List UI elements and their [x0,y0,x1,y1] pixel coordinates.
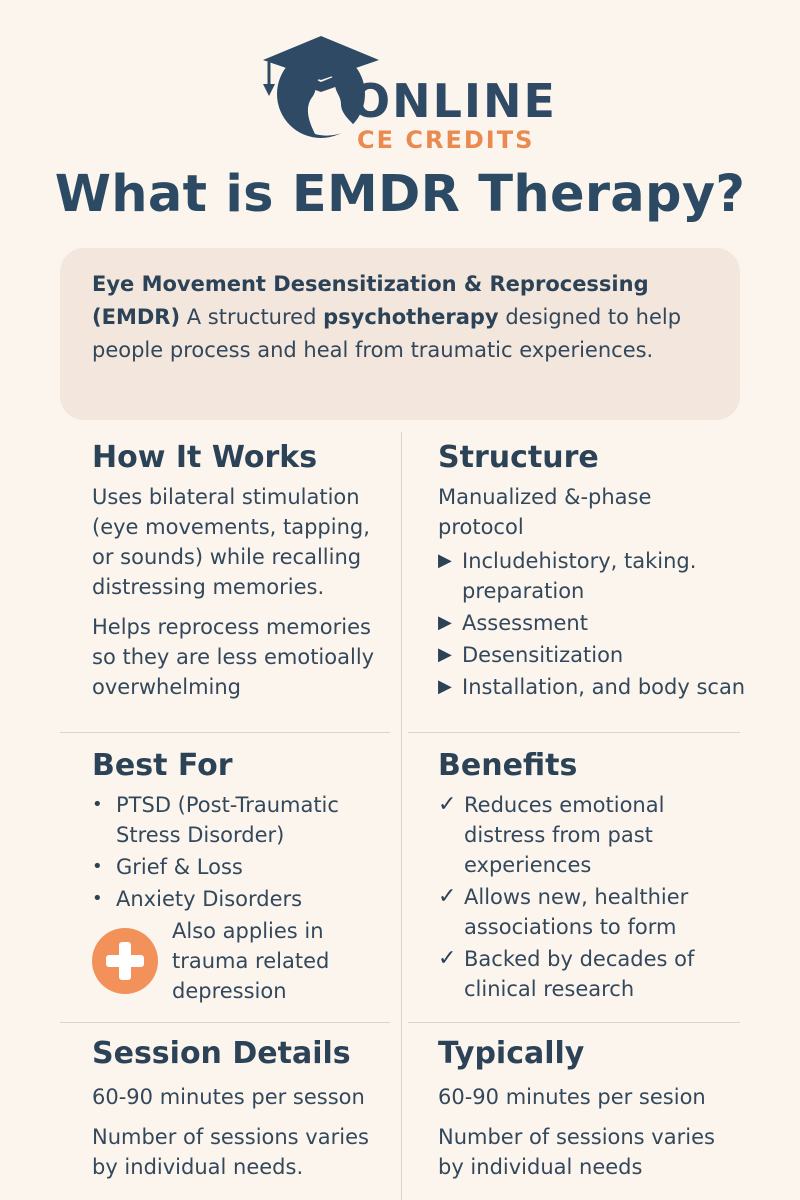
brand-logo: ONLINE CE CREDITS [255,22,575,152]
graduation-cap-globe-icon [263,36,379,138]
checkmark-icon: ✓ [438,884,457,909]
how-it-works-section: How It Works Uses bilateral stimulation … [92,440,392,702]
how-it-works-heading: How It Works [92,440,318,475]
typically-para-1: 60-90 minutes per sesion [438,1085,706,1109]
how-it-works-para-1: Uses bilateral stimulation (eye movement… [92,485,370,599]
how-it-works-para-2: Helps reprocess memories so they are les… [92,615,375,699]
intro-term: Eye Movement Desensitization & Reprocess… [92,272,649,329]
session-details-para-1: 60-90 minutes per sesson [92,1085,365,1109]
benefits-section: Benefits ✓Reduces emotional distress fro… [438,748,738,1006]
row-divider-right-1 [408,732,740,733]
session-details-para-2: Number of sessions varies by individual … [92,1125,369,1179]
list-item: ▶Desensitization [438,640,768,670]
list-item: •Anxiety Disorders [92,884,392,914]
dot-bullet-icon: • [92,794,103,815]
checkmark-icon: ✓ [438,792,457,817]
row-divider-left-1 [60,732,390,733]
page-title: What is EMDR Therapy? [54,165,746,224]
list-item: ✓Backed by decades of clinical research [438,946,695,1001]
also-applies-note: Also applies in trauma related depressio… [92,916,392,1006]
session-details-section: Session Details 60-90 minutes per sesson… [92,1036,392,1182]
best-for-heading: Best For [92,748,233,783]
best-for-section: Best For •PTSD (Post-Traumatic Stress Di… [92,748,392,1006]
row-divider-right-2 [408,1022,740,1023]
triangle-bullet-icon: ▶ [438,612,452,633]
list-item: ▶Installation, and body scan [438,672,768,702]
session-details-heading: Session Details [92,1036,351,1071]
also-applies-text: Also applies in trauma related depressio… [172,919,330,1003]
list-item: ▶Assessment [438,608,768,638]
benefits-heading: Benefits [438,748,578,783]
intro-text-before: A structured [186,305,317,329]
plus-icon [92,928,158,994]
intro-text-after: designed to help people process and heal… [92,305,682,362]
brand-line2: CE CREDITS [357,126,535,154]
benefits-list: ✓Reduces emotional distress from past ex… [438,790,738,1004]
dot-bullet-icon: • [92,888,103,909]
list-item: ✓Reduces emotional distress from past ex… [438,792,665,877]
typically-heading: Typically [438,1036,585,1071]
row-divider-left-2 [60,1022,390,1023]
triangle-bullet-icon: ▶ [438,644,452,665]
list-item: •Grief & Loss [92,852,392,882]
list-item: ✓Allows new, healthier associations to f… [438,884,689,939]
dot-bullet-icon: • [92,856,103,877]
structure-list: ▶Includehistory, taking. preparation ▶As… [438,546,768,702]
structure-section: Structure Manualized &-phase protocol ▶I… [438,440,768,704]
list-item: ▶Includehistory, taking. preparation [438,546,768,606]
best-for-list: •PTSD (Post-Traumatic Stress Disorder) •… [92,790,392,914]
column-divider [401,432,402,1200]
structure-heading: Structure [438,440,599,475]
intro-highlight: psychotherapy [323,305,499,329]
typically-section: Typically 60-90 minutes per sesion Numbe… [438,1036,738,1182]
structure-subtitle: Manualized &-phase protocol [438,485,652,539]
typically-para-2: Number of sessions varies by individual … [438,1125,715,1179]
intro-box: Eye Movement Desensitization & Reprocess… [60,248,740,420]
triangle-bullet-icon: ▶ [438,550,452,571]
triangle-bullet-icon: ▶ [438,676,452,697]
checkmark-icon: ✓ [438,946,457,971]
list-item: •PTSD (Post-Traumatic Stress Disorder) [92,790,392,850]
brand-line1: ONLINE [351,74,557,128]
